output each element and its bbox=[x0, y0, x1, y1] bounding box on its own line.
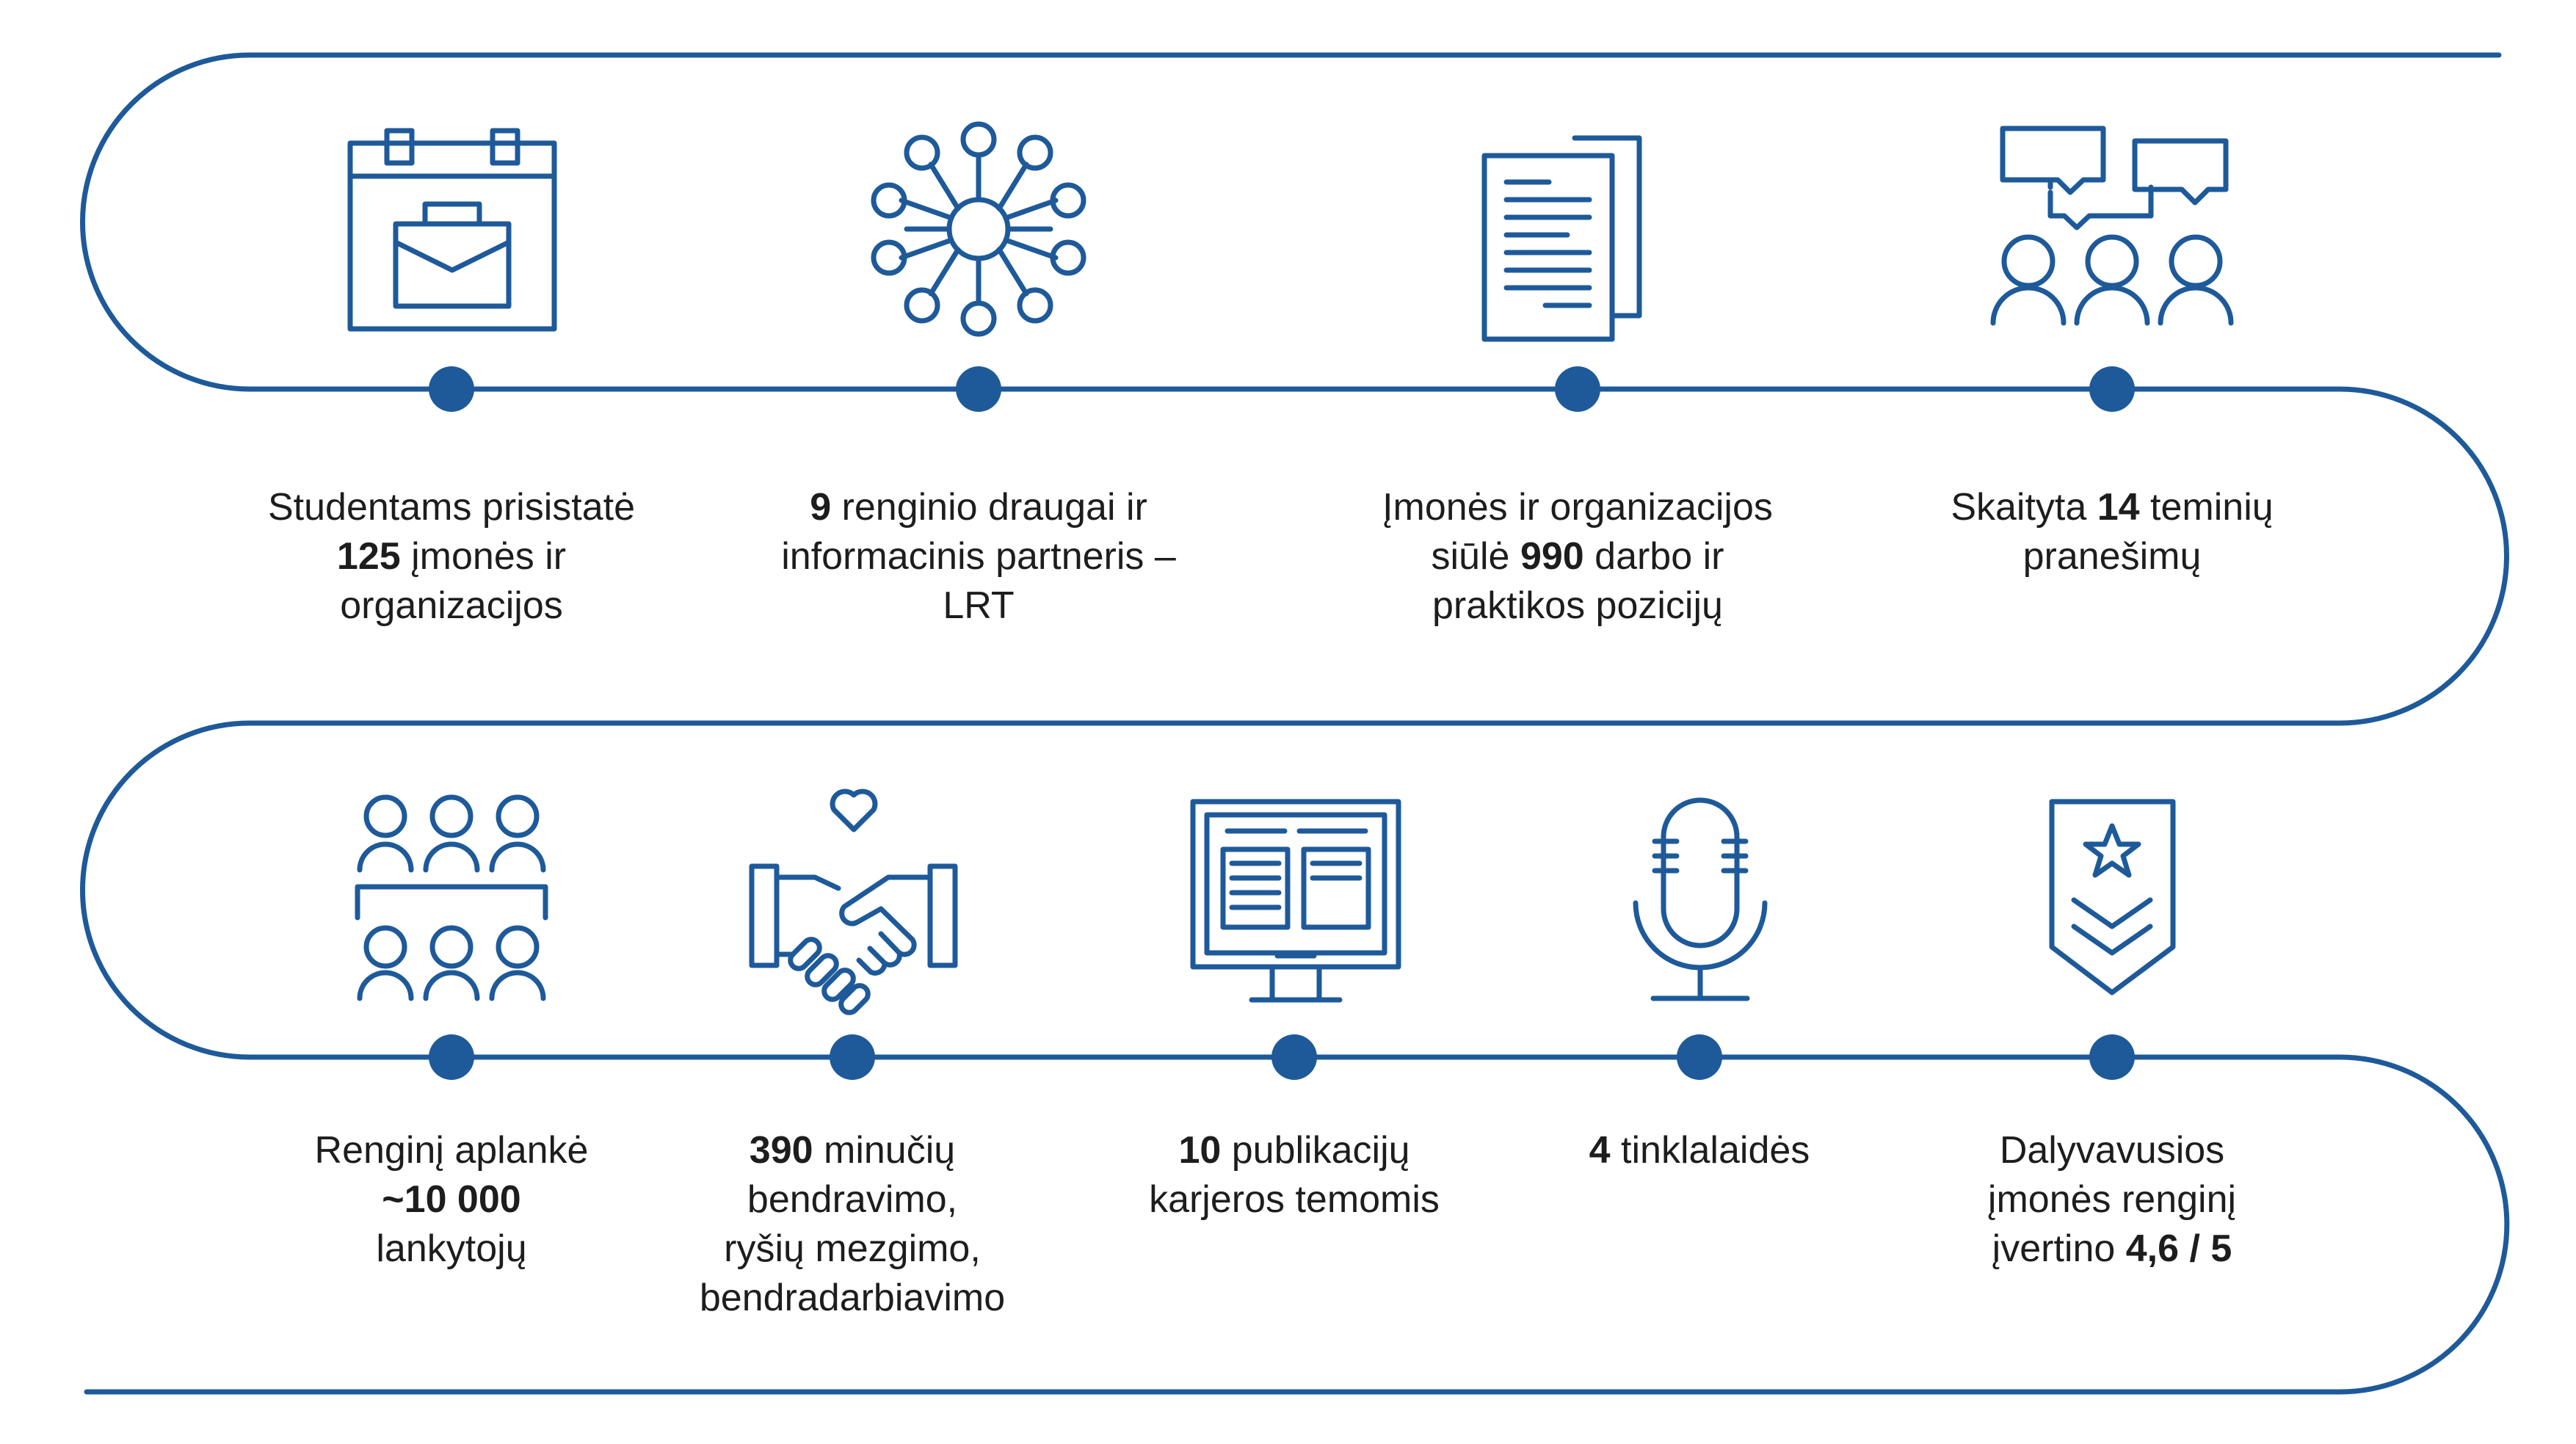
caption-line: 390 minučių bbox=[617, 1126, 1087, 1175]
monitor-articles-icon bbox=[1190, 799, 1401, 1003]
timeline-path bbox=[80, 52, 2510, 1395]
caption-line: 125 įmonės ir bbox=[217, 532, 686, 581]
milestone-dot bbox=[956, 366, 1001, 412]
milestone-dots-row1 bbox=[429, 366, 2135, 412]
caption-line: pranešimų bbox=[1877, 532, 2347, 581]
stat-value: 4 bbox=[1589, 1129, 1611, 1172]
caption-line: bendradarbiavimo bbox=[617, 1274, 1087, 1323]
milestone-dots-row2 bbox=[429, 1034, 2135, 1080]
caption-text: LRT bbox=[943, 584, 1015, 627]
caption-text: įvertino bbox=[1992, 1227, 2126, 1270]
caption-line: 10 publikacijų bbox=[1059, 1126, 1529, 1175]
caption-text: organizacijos bbox=[340, 584, 563, 627]
stat-value: 125 bbox=[336, 535, 401, 578]
caption-text: bendravimo, bbox=[747, 1178, 958, 1221]
caption-text: įmonės ir bbox=[400, 535, 567, 578]
caption-text: Studentams prisistatė bbox=[267, 486, 636, 529]
caption-line: 9 renginio draugai ir bbox=[744, 483, 1213, 532]
stat-caption-audience: Renginį aplankė ~10 000 lankytojų bbox=[217, 1126, 686, 1274]
network-hub-icon bbox=[871, 121, 1086, 337]
documents-icon bbox=[1481, 135, 1642, 342]
stat-value: 10 bbox=[1178, 1129, 1222, 1172]
caption-text: lankytojų bbox=[376, 1227, 527, 1270]
caption-line: informacinis partneris – bbox=[744, 532, 1213, 581]
caption-line: Įmonės ir organizacijos bbox=[1343, 483, 1813, 532]
caption-text: ryšių mezgimo, bbox=[724, 1227, 981, 1270]
milestone-dot bbox=[830, 1034, 875, 1080]
caption-text: bendradarbiavimo bbox=[699, 1277, 1006, 1319]
caption-text: minučių bbox=[813, 1129, 956, 1172]
calendar-briefcase-icon bbox=[347, 128, 557, 332]
audience-icon bbox=[355, 794, 548, 1001]
star-badge-icon bbox=[2049, 799, 2176, 995]
stat-value: 4,6 / 5 bbox=[2125, 1227, 2232, 1270]
caption-line: bendravimo, bbox=[617, 1175, 1087, 1225]
stat-value: 9 bbox=[810, 486, 832, 529]
milestone-dot bbox=[1271, 1034, 1317, 1080]
caption-text: pranešimų bbox=[2022, 535, 2202, 578]
caption-line: Renginį aplankė bbox=[217, 1126, 686, 1175]
caption-text: karjeros temomis bbox=[1149, 1178, 1440, 1221]
caption-text: Renginį aplankė bbox=[314, 1129, 589, 1172]
caption-line: Dalyvavusios bbox=[1877, 1126, 2347, 1175]
milestone-dot bbox=[1677, 1034, 1722, 1080]
caption-text: Skaityta bbox=[1951, 486, 2097, 529]
caption-line: organizacijos bbox=[217, 581, 686, 631]
stat-caption-microphone: 4 tinklalaidės bbox=[1465, 1126, 1934, 1175]
caption-line: ~10 000 bbox=[217, 1175, 686, 1225]
caption-line: Skaityta 14 teminių bbox=[1877, 483, 2347, 532]
handshake-heart-icon bbox=[749, 788, 958, 1015]
caption-text: informacinis partneris – bbox=[781, 535, 1176, 578]
milestone-dot bbox=[429, 1034, 474, 1080]
milestone-dot bbox=[429, 366, 474, 412]
stat-value: 14 bbox=[2097, 486, 2140, 529]
people-speech-bubbles-icon bbox=[1990, 126, 2234, 326]
milestone-dot bbox=[2089, 1034, 2135, 1080]
caption-text: darbo ir bbox=[1583, 535, 1724, 578]
stat-value: 990 bbox=[1520, 535, 1584, 578]
caption-line: ryšių mezgimo, bbox=[617, 1225, 1087, 1274]
caption-line: 4 tinklalaidės bbox=[1465, 1126, 1934, 1175]
caption-line: įmonės renginį bbox=[1877, 1175, 2347, 1225]
caption-line: LRT bbox=[744, 581, 1213, 631]
caption-text: tinklalaidės bbox=[1610, 1129, 1810, 1172]
stat-value: ~10 000 bbox=[382, 1178, 521, 1221]
caption-line: lankytojų bbox=[217, 1225, 686, 1274]
caption-text: teminių bbox=[2139, 486, 2274, 529]
stat-value: 390 bbox=[749, 1129, 813, 1172]
caption-text: publikacijų bbox=[1221, 1129, 1410, 1172]
milestone-dot bbox=[2089, 366, 2135, 412]
caption-text: Dalyvavusios bbox=[1999, 1129, 2225, 1172]
caption-line: įvertino 4,6 / 5 bbox=[1877, 1225, 2347, 1274]
caption-line: Studentams prisistatė bbox=[217, 483, 686, 532]
caption-text: praktikos pozicijų bbox=[1432, 584, 1723, 627]
caption-line: siūlė 990 darbo ir bbox=[1343, 532, 1813, 581]
microphone-icon bbox=[1633, 797, 1768, 1001]
caption-text: renginio draugai ir bbox=[831, 486, 1147, 529]
caption-text: įmonės renginį bbox=[1987, 1178, 2237, 1221]
caption-text: siūlė bbox=[1431, 535, 1520, 578]
caption-line: praktikos pozicijų bbox=[1343, 581, 1813, 631]
caption-line: karjeros temomis bbox=[1059, 1175, 1529, 1225]
milestone-dot bbox=[1555, 366, 1600, 412]
caption-text: Įmonės ir organizacijos bbox=[1382, 486, 1773, 529]
